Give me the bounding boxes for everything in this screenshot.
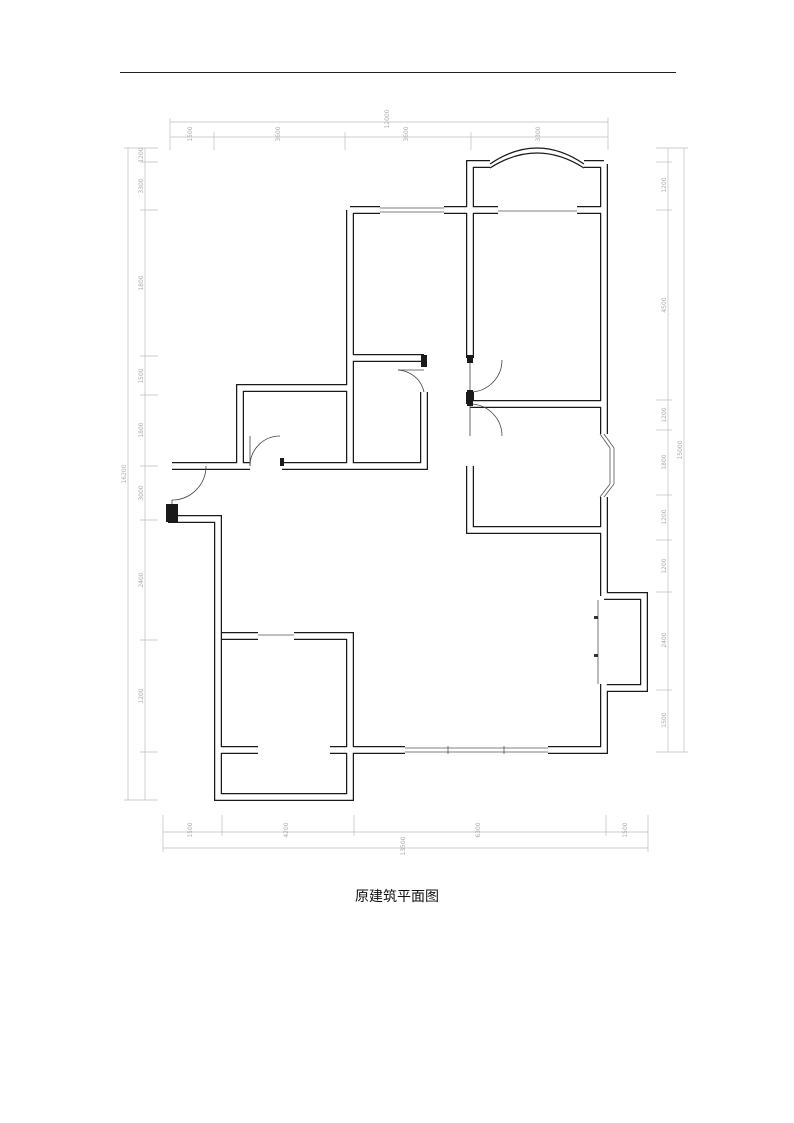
dim-right-8: 1500: [661, 712, 668, 727]
dim-bottom-total: 13500: [400, 836, 407, 855]
dim-right-total: 15000: [677, 440, 684, 459]
dim-bottom-2: 4200: [283, 822, 290, 837]
dim-top-4: 3300: [535, 126, 542, 141]
fixtures: [594, 616, 598, 657]
dim-top-1: 1500: [187, 126, 194, 141]
dim-top-3: 3600: [403, 126, 410, 141]
dim-right-7: 2400: [661, 632, 668, 647]
door-swings: [171, 359, 503, 519]
dim-left-3: 1800: [138, 275, 145, 290]
dim-bottom-3: 6300: [475, 822, 482, 837]
dim-left-total: 16200: [121, 464, 128, 483]
dim-right-2: 4500: [661, 297, 668, 312]
dim-left-7: 2400: [138, 572, 145, 587]
dim-right-1: 1200: [661, 177, 668, 192]
header-rule: [120, 72, 676, 73]
walls: [168, 160, 648, 801]
dim-left-6: 3000: [138, 485, 145, 500]
dim-right-5: 1200: [661, 509, 668, 524]
dim-bottom-4: 1500: [622, 822, 629, 837]
wall-stubs: [166, 355, 473, 522]
dim-right-4: 1800: [661, 454, 668, 469]
dim-top-total: 12000: [384, 109, 391, 128]
dim-bottom-1: 1500: [187, 822, 194, 837]
drawing-caption: 原建筑平面图: [355, 889, 439, 905]
dim-right-3: 1200: [661, 407, 668, 422]
dimension-lines: [124, 118, 688, 852]
dim-right-6: 1200: [661, 558, 668, 573]
dim-top-2: 3600: [275, 126, 282, 141]
dim-left-8: 1200: [138, 688, 145, 703]
dimension-labels: 1500 3600 3600 3300 12000 1500 4200 6300…: [121, 109, 684, 855]
dim-left-2: 3300: [138, 178, 145, 193]
bay-window: [489, 147, 585, 169]
dim-left-4: 1500: [138, 368, 145, 383]
dim-left-1: 1200: [138, 147, 145, 162]
dim-left-5: 1800: [138, 422, 145, 437]
windows: [258, 207, 615, 754]
